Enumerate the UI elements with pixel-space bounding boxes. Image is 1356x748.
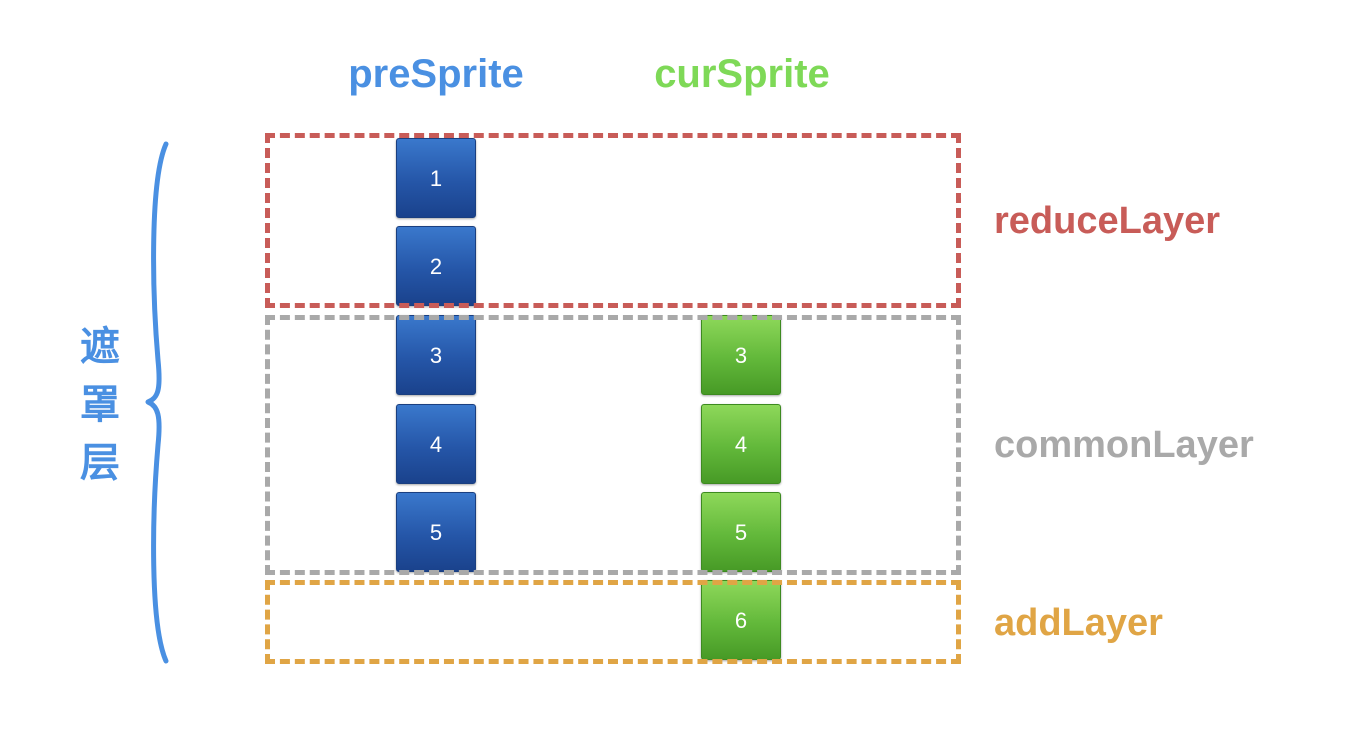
common-layer-box — [265, 315, 961, 575]
curly-brace-icon — [145, 141, 169, 664]
cur-sprite-tile: 4 — [701, 404, 781, 484]
reduce-layer-label: reduceLayer — [994, 200, 1221, 242]
pre-sprite-tile: 4 — [396, 404, 476, 484]
reduce-layer-box — [265, 133, 961, 308]
mask-layer-label: 遮 罩 层 — [76, 318, 124, 492]
cur-sprite-title: curSprite — [654, 52, 830, 96]
pre-sprite-tile: 3 — [396, 315, 476, 395]
mask-label-char: 罩 — [80, 383, 120, 427]
cur-sprite-tile: 6 — [701, 580, 781, 660]
pre-sprite-title: preSprite — [348, 52, 524, 96]
common-layer-label: commonLayer — [994, 424, 1254, 466]
pre-sprite-tile: 5 — [396, 492, 476, 572]
cur-sprite-tile: 3 — [701, 315, 781, 395]
pre-sprite-tile: 1 — [396, 138, 476, 218]
add-layer-label: addLayer — [994, 602, 1163, 644]
pre-sprite-tile: 2 — [396, 226, 476, 306]
add-layer-box — [265, 580, 961, 664]
mask-label-char: 遮 — [80, 325, 120, 369]
mask-label-char: 层 — [80, 441, 120, 485]
